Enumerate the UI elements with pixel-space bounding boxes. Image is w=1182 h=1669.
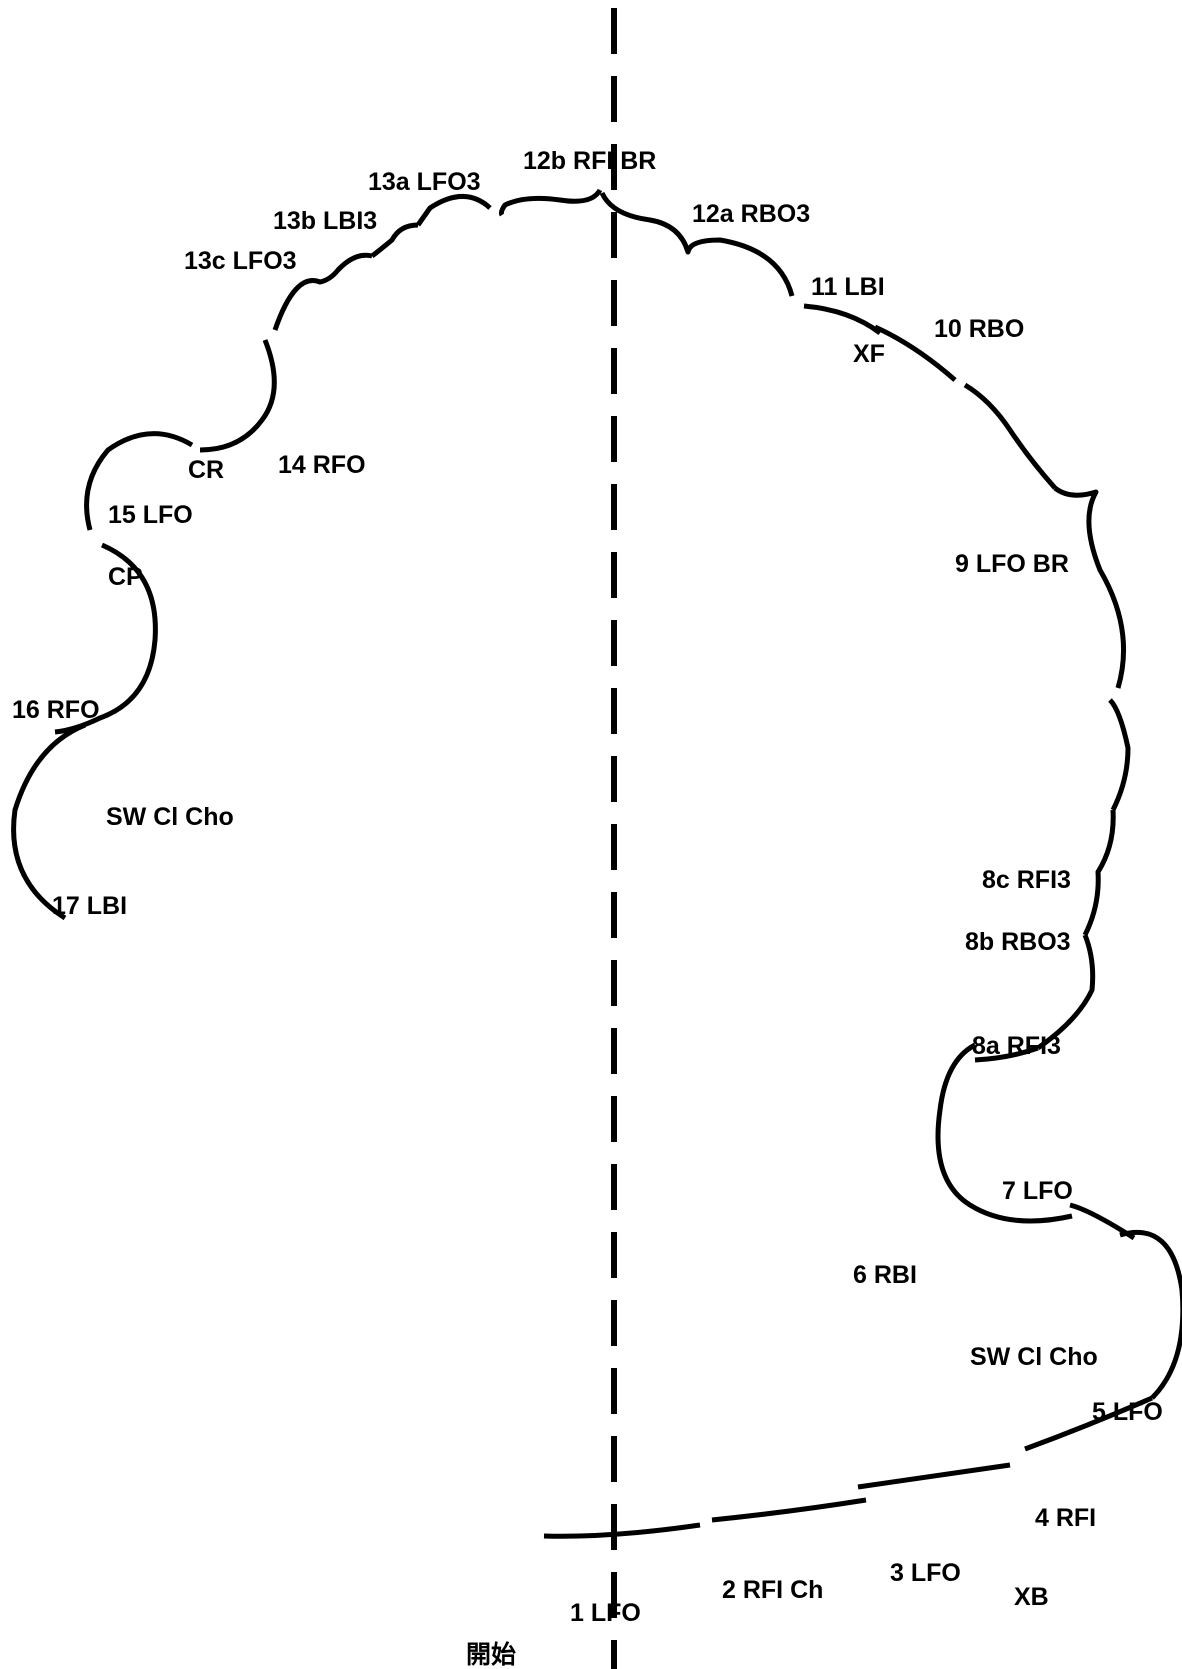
- label-16-rfo: 16 RFO: [12, 696, 100, 724]
- label-sw-cl-cho-1: SW Cl Cho: [970, 1343, 1098, 1371]
- edge-2-rfi-ch: [711, 1497, 867, 1523]
- edge-3-lfo: [857, 1462, 1011, 1490]
- edge-7-lfo: [935, 1042, 1073, 1224]
- label-11-lbi: 11 LBI: [811, 273, 885, 301]
- edge-4-rfi: [1024, 1395, 1153, 1452]
- edge-6-rbi: [1069, 1202, 1136, 1241]
- label-3-lfo: 3 LFO: [890, 1559, 961, 1587]
- label-17-lbi: 17 LBI: [52, 892, 127, 920]
- edge-8a-rfi3: [974, 1045, 1039, 1063]
- label-9-lfo-br: 9 LFO BR: [955, 550, 1069, 578]
- label-13a-lfo3: 13a LFO3: [368, 168, 481, 196]
- label-13c-lfo3: 13c LFO3: [184, 247, 297, 275]
- edge-8b-rbo3: [1036, 934, 1096, 1051]
- label-6-rbi: 6 RBI: [853, 1261, 917, 1289]
- label-7-lfo: 7 LFO: [1002, 1177, 1073, 1205]
- label-sw-cl-cho-2: SW Cl Cho: [106, 803, 234, 831]
- label-10-rbo: 10 RBO: [934, 315, 1024, 343]
- label-13b-lbi3: 13b LBI3: [273, 207, 377, 235]
- edge-5-6-loop: [1119, 1229, 1182, 1400]
- label-8c-rfi3: 8c RFI3: [982, 866, 1071, 894]
- label-cp: CP: [108, 563, 143, 591]
- edge-13a-lfo3: [415, 194, 492, 227]
- edge-11-lbi: [803, 303, 882, 335]
- edge-10-rbo-upper: [873, 324, 957, 382]
- edge-1-lfo: [543, 1522, 701, 1539]
- label-4-rfi: 4 RFI: [1035, 1504, 1096, 1532]
- edge-13b-lbi3: [370, 222, 419, 258]
- edge-17-lbi: [11, 722, 86, 921]
- edge-10-rbo: [963, 382, 1057, 490]
- label-cr: CR: [188, 456, 224, 484]
- label-15-lfo: 15 LFO: [108, 501, 193, 529]
- edge-15-lfo: [84, 431, 194, 531]
- label-8b-rbo3: 8b RBO3: [965, 928, 1071, 956]
- edge-9-lfo-br: [1053, 485, 1127, 689]
- label-2-rfi-ch: 2 RFI Ch: [722, 1576, 823, 1604]
- edge-8-upper: [1108, 698, 1131, 812]
- label-start: 開始: [466, 1641, 516, 1669]
- label-8a-rfi3: 8a RFI3: [972, 1032, 1061, 1060]
- edge-8c-rfi3: [1082, 809, 1116, 937]
- label-xf: XF: [853, 340, 885, 368]
- edge-14-rfo: [199, 339, 277, 453]
- label-14-rfo: 14 RFO: [278, 451, 366, 479]
- edge-13c-lfo3: [272, 252, 373, 331]
- label-12a-rbo3: 12a RBO3: [692, 200, 810, 228]
- edge-12b-rfi-br: [498, 188, 603, 217]
- edge-12a-rbo3: [599, 191, 795, 297]
- label-1-lfo: 1 LFO: [570, 1599, 641, 1627]
- label-xb: XB: [1014, 1583, 1049, 1611]
- label-12b-rfi-br: 12b RFI BR: [523, 147, 656, 175]
- label-5-lfo: 5 LFO: [1092, 1398, 1163, 1426]
